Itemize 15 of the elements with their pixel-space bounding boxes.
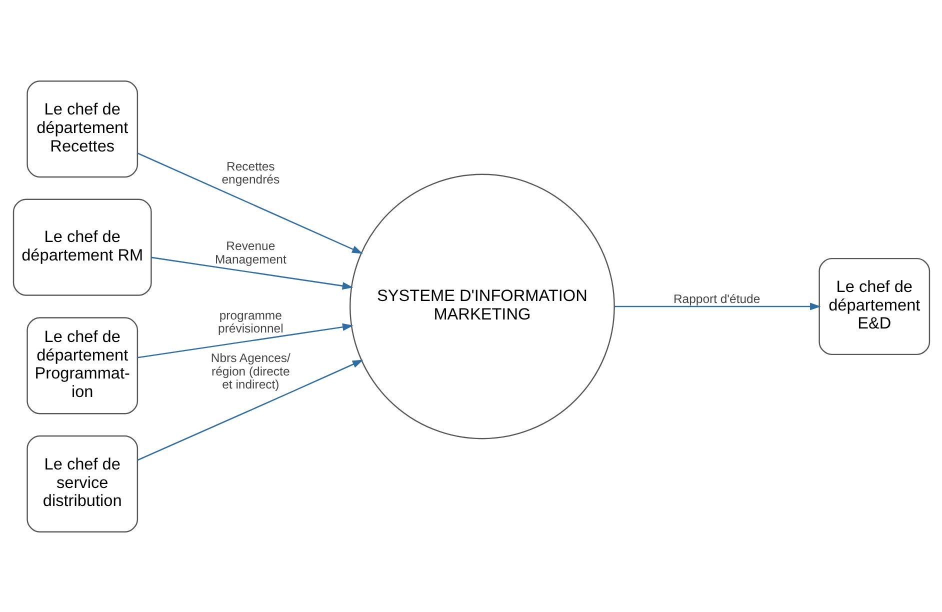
edge-label: Revenue Management bbox=[214, 238, 286, 266]
edge-label: Recettes engendrés bbox=[221, 158, 280, 186]
arrow bbox=[136, 152, 362, 254]
node-box: Le chef de département RM bbox=[12, 198, 152, 296]
edge-label: Rapport d'étude bbox=[672, 292, 760, 306]
edge-label: programme prévisionnel bbox=[218, 308, 283, 336]
node-box: Le chef de département Recettes bbox=[26, 80, 138, 178]
arrow bbox=[136, 359, 363, 460]
node-box: Le chef de département Programmat- ion bbox=[26, 316, 138, 414]
arrow bbox=[150, 256, 353, 290]
edge-label: Nbrs Agences/ région (directe et indirect) bbox=[210, 350, 290, 392]
arrow bbox=[614, 302, 820, 310]
node-box: Le chef de département E&D bbox=[818, 257, 930, 355]
arrow bbox=[136, 322, 353, 358]
node-box: Le chef de service distribution bbox=[26, 434, 138, 532]
